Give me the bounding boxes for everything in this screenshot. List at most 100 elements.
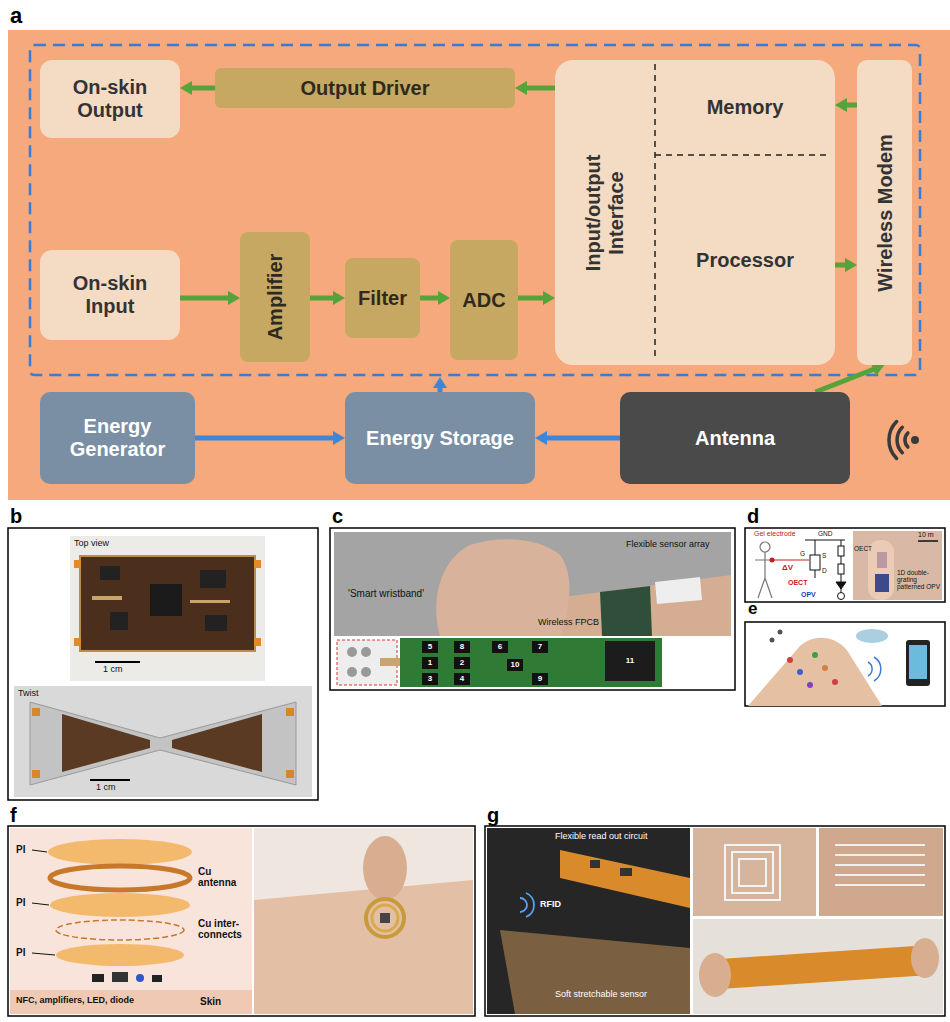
callout-number: 10 [511, 661, 520, 670]
panel-letter: a [10, 4, 22, 28]
figure-label: S [822, 552, 826, 559]
callout-number: 6 [498, 643, 502, 652]
energy-box: Energy Storage [345, 392, 535, 484]
node-label: Amplifier [264, 242, 287, 352]
divider-line [655, 154, 831, 156]
arrow-head [543, 291, 555, 305]
signal-arrow [420, 291, 450, 305]
input-box: On-skin Input [40, 250, 180, 340]
callout-number: 5 [428, 643, 432, 652]
adc-box: ADC [450, 240, 518, 360]
figure-label: Soft stretchable sensor [555, 990, 647, 1000]
driver-box: Output Driver [215, 68, 515, 108]
figure-label: Cu inter-connects [198, 918, 250, 940]
figure-label: ΔV [782, 564, 793, 573]
antenna-box: Antenna [620, 392, 850, 484]
pcb-photo [70, 536, 265, 681]
wristband-photo [334, 532, 731, 636]
figure-label: Skin [200, 996, 221, 1007]
arrow-head [515, 81, 527, 95]
callout-number: 8 [460, 643, 464, 652]
panel-letter: b [10, 505, 22, 527]
panel-letter: f [10, 804, 17, 826]
sweat-sensor-illustration [748, 629, 930, 706]
arrow-head [333, 291, 345, 305]
panel-letter: d [747, 505, 759, 527]
panel-letter: g [487, 804, 499, 826]
figure-label: GND [818, 530, 832, 537]
arrow-shaft [835, 263, 846, 268]
figure-label: D [822, 567, 827, 574]
panel-letter: e [748, 600, 757, 619]
arrow-head [835, 98, 847, 112]
figure-label: Twist [18, 689, 39, 699]
figure-label: OECT [788, 579, 807, 587]
node-label: Filter [358, 287, 407, 310]
figure-label: G [800, 550, 805, 557]
signal-arrow [310, 291, 345, 305]
arrow-shaft [518, 296, 544, 301]
node-label: Memory [699, 96, 792, 119]
figure-label: 1 cm [96, 783, 116, 793]
arrow-shaft [195, 436, 334, 441]
arrow-shaft [816, 369, 875, 392]
text-region: Input/output Interface [555, 60, 655, 365]
on-skin-coil-photo [254, 828, 473, 1014]
text-region: Processor [655, 155, 835, 365]
panel-letter: c [332, 505, 343, 527]
node-label: Antenna [695, 427, 775, 450]
node-label: ADC [462, 289, 505, 312]
arrow-shaft [310, 296, 334, 301]
energy-box: Energy Generator [40, 392, 195, 484]
figure-label: Flexible sensor array [626, 540, 710, 550]
callout-number: 4 [460, 675, 464, 684]
flexible-pcb [337, 638, 662, 687]
figure-label: Gel electrode [754, 530, 796, 538]
rfid-readout-photo [487, 828, 943, 1014]
figure-label: PI [16, 844, 25, 855]
figure-label: 'Smart wristband' [348, 588, 424, 599]
arrow-shaft [546, 436, 620, 441]
arrow-shaft [191, 86, 215, 91]
arrow-head [433, 377, 447, 388]
figure-label: OPV [801, 591, 816, 599]
figure-label: Flexible read out circuit [555, 832, 648, 842]
signal-arrow [518, 291, 555, 305]
arrow-head [438, 291, 450, 305]
power-arrow [535, 431, 620, 445]
amplifier-box: Amplifier [240, 232, 310, 362]
power-arrow [195, 431, 345, 445]
arrow-head [845, 258, 857, 272]
figure-label: OECT [854, 545, 872, 552]
arrow-head [228, 291, 240, 305]
figure-label: Top view [74, 539, 109, 549]
signal-arrow [835, 98, 857, 112]
arrow-shaft [420, 296, 439, 301]
figure-label: Wireless FPCB [538, 618, 599, 628]
callout-number: 1 [428, 659, 432, 668]
output-box: On-skin Output [40, 60, 180, 138]
arrow-head [535, 431, 547, 445]
arrow-head [333, 431, 345, 445]
node-label: On-skin Input [50, 272, 170, 318]
arrow-head [180, 81, 192, 95]
signal-arrow [180, 81, 215, 95]
callout-number: 3 [428, 675, 432, 684]
node-label: Output Driver [301, 77, 430, 100]
modem-box: Wireless Modem [857, 60, 912, 365]
figure-label: RFID [540, 900, 561, 910]
wireless-icon [889, 422, 908, 459]
finger-photo [853, 531, 942, 600]
node-label: On-skin Output [50, 76, 170, 122]
twisted-pcb-photo [14, 686, 312, 797]
arrow-shaft [846, 103, 857, 108]
node-label: Energy Generator [50, 415, 185, 461]
signal-arrow [816, 363, 885, 392]
figure-label: PI [16, 897, 25, 908]
callout-number: 11 [626, 657, 634, 666]
gate-wire [774, 559, 809, 560]
node-label: Processor [688, 249, 802, 272]
filter-box: Filter [345, 258, 420, 338]
node-label: Energy Storage [366, 427, 514, 450]
